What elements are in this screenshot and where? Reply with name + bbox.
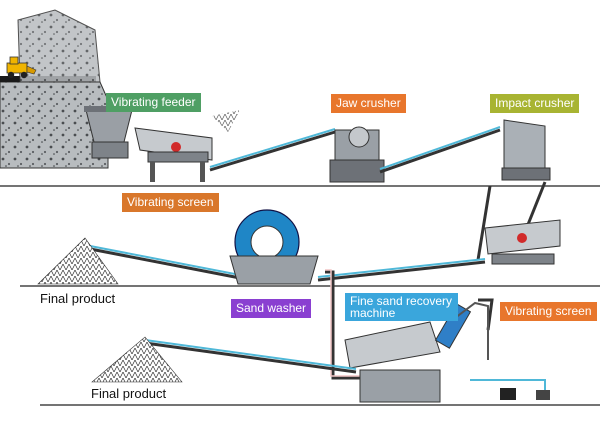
label-vibrating-feeder: Vibrating feeder — [106, 93, 201, 112]
conveyor-to-jaw — [209, 128, 336, 172]
label-vibrating-screen-2: Vibrating screen — [500, 302, 597, 321]
stockpile-icon-bottom — [91, 336, 183, 383]
vibrating-feeder-machine — [84, 106, 136, 159]
ground-lines — [0, 185, 600, 406]
conveyor-to-stockpile-1 — [84, 244, 486, 282]
vibrating-screen-top — [134, 110, 240, 182]
label-final-product-1: Final product — [40, 291, 116, 306]
jaw-crusher-machine — [329, 126, 385, 183]
slurry-pipes — [325, 269, 546, 392]
label-vibrating-screen-1: Vibrating screen — [122, 193, 219, 212]
label-impact-crusher: Impact crusher — [490, 94, 580, 113]
fine-sand-recovery-machine — [344, 301, 489, 403]
label-sand-washer: Sand washer — [231, 299, 312, 318]
impact-crusher-machine — [501, 119, 551, 181]
vibrating-screen-right — [484, 219, 561, 265]
sand-washer-machine — [229, 209, 319, 285]
pump-icon — [500, 388, 550, 400]
wheel-loader-icon — [6, 56, 37, 79]
conveyor-to-impact — [379, 126, 501, 174]
conveyor-to-stockpile-2 — [144, 339, 357, 374]
stockpile-icon — [37, 237, 119, 285]
label-jaw-crusher: Jaw crusher — [331, 94, 406, 113]
label-final-product-2: Final product — [91, 386, 167, 401]
label-fine-sand-recovery: Fine sand recovery machine — [345, 293, 458, 321]
